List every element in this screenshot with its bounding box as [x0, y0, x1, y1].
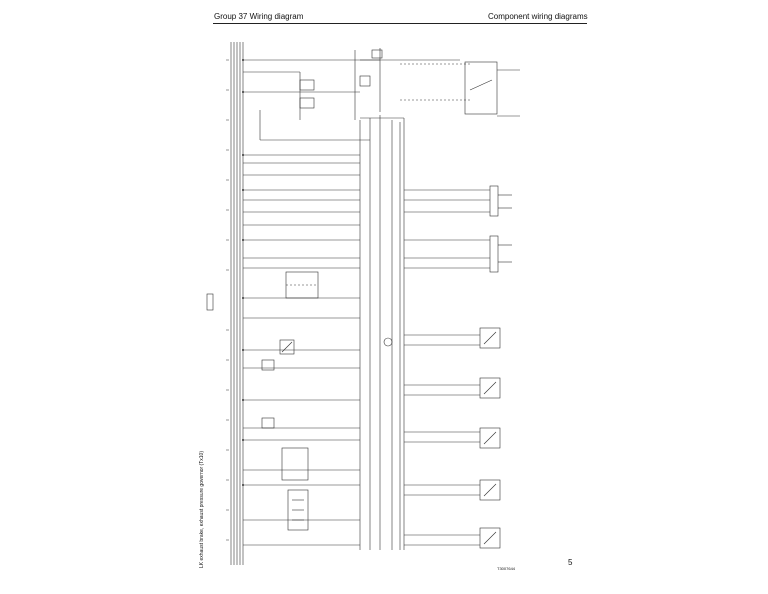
- main-trunk: [359, 115, 405, 550]
- right-connector-stack: [489, 185, 512, 273]
- left-components: [261, 271, 393, 531]
- junction-dots: [242, 59, 244, 486]
- left-connector-block: [206, 293, 214, 311]
- right-components: [479, 327, 501, 549]
- top-relay-area: [243, 48, 520, 141]
- signal-lines-left: [243, 154, 360, 546]
- page-number: 5: [568, 558, 573, 567]
- header-group-title: Group 37 Wiring diagram: [214, 12, 304, 21]
- left-ticks: [226, 59, 229, 541]
- header-rule: [213, 23, 587, 24]
- bus-lines: [230, 42, 244, 565]
- signal-lines-right: [404, 189, 490, 546]
- figure-code: T3007644: [497, 566, 516, 571]
- header-section-title: Component wiring diagrams: [488, 12, 588, 21]
